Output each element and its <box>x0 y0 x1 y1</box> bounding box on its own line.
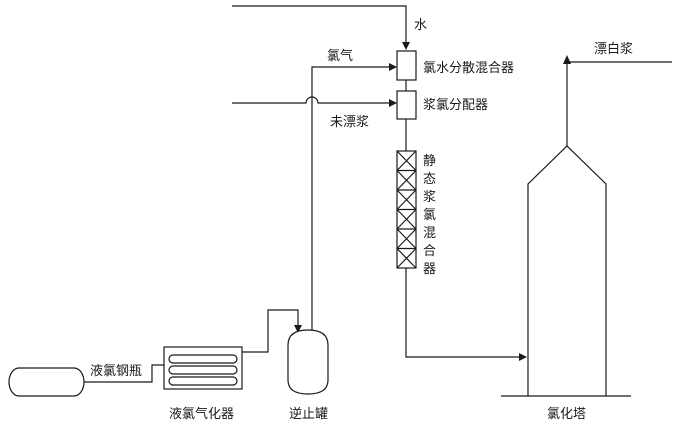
check-tank-label: 逆止罐 <box>289 406 328 422</box>
check-tank <box>287 329 329 395</box>
unbleached-pulp-line <box>232 96 390 104</box>
liquid-chlorine-vaporizer <box>163 346 243 390</box>
svg-text:态: 态 <box>423 172 436 187</box>
cylinder-to-vaporizer-line <box>84 364 164 383</box>
static-mixer-label: 静 态 浆 氯 混 合 器 <box>423 154 436 277</box>
svg-text:氯: 氯 <box>423 208 436 223</box>
tank-inlet-arrow <box>294 325 302 333</box>
water-line <box>232 5 407 46</box>
chlorine-gas-line <box>311 66 390 330</box>
chlorine-water-mixer-label: 氯水分散混合器 <box>423 61 514 76</box>
svg-text:浆: 浆 <box>423 190 436 205</box>
unbleached-pulp-label: 未漂浆 <box>330 114 369 130</box>
chlorination-tower-label: 氯化塔 <box>547 407 586 422</box>
chlorine-water-mixer <box>396 50 417 81</box>
mixer-to-tower-line <box>405 268 520 358</box>
svg-text:器: 器 <box>423 262 436 277</box>
water-arrow <box>402 42 410 50</box>
unbleached-pulp-arrow <box>389 99 397 107</box>
chlorine-gas-label: 氯气 <box>327 48 353 64</box>
bleached-pulp-line <box>566 61 672 146</box>
tower-inlet-arrow <box>519 353 527 361</box>
svg-text:混: 混 <box>423 226 436 241</box>
pulp-chlorine-distributor-label: 浆氯分配器 <box>423 98 488 113</box>
vaporizer-to-tank-line <box>242 309 299 353</box>
water-label: 水 <box>414 18 427 33</box>
bleached-pulp-label: 漂白浆 <box>594 41 633 57</box>
bleached-pulp-arrow <box>563 55 571 64</box>
liquid-chlorine-vaporizer-label: 液氯气化器 <box>169 406 234 422</box>
chlorine-gas-arrow <box>389 63 397 71</box>
static-mixer <box>396 150 417 269</box>
pulp-chlorine-distributor <box>396 90 417 120</box>
svg-text:静: 静 <box>423 154 436 169</box>
liquid-chlorine-cylinder-label: 液氯钢瓶 <box>90 364 142 379</box>
liquid-chlorine-cylinder <box>8 367 85 397</box>
svg-text:合: 合 <box>423 244 436 259</box>
chlorination-tower <box>527 145 607 396</box>
